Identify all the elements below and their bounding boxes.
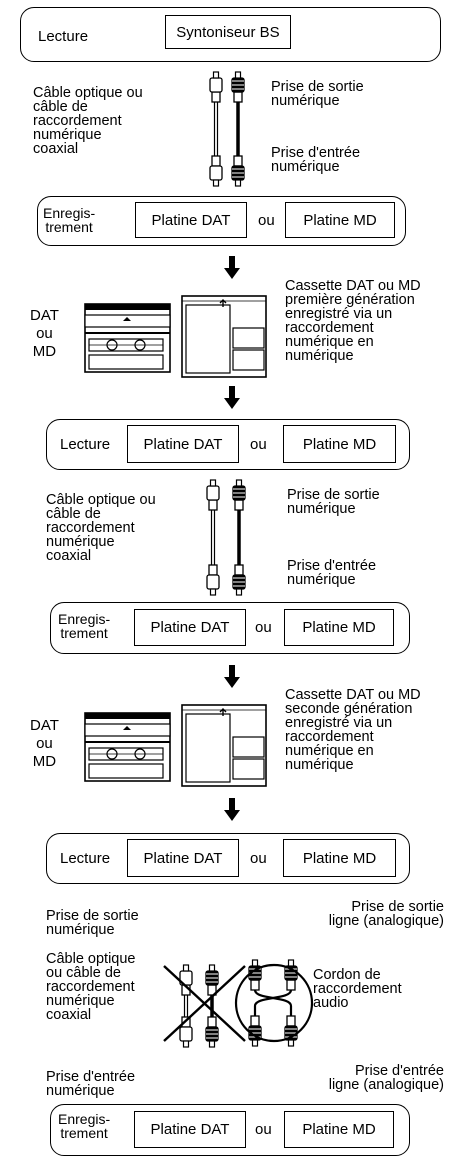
- md-deck-box-2: Platine MD: [283, 425, 396, 463]
- digital-in-label-1: Prise d'entrée numérique: [271, 145, 361, 175]
- dat-or-md-label-2: DAT ou MD: [30, 717, 59, 770]
- audio-cord-label: Cordon de raccordement audio: [313, 967, 402, 1011]
- digital-out-label-3: Prise de sortie numérique: [46, 908, 139, 938]
- digital-out-label-2: Prise de sortie numérique: [287, 487, 380, 517]
- or-label-2: ou: [250, 436, 267, 453]
- or-label-1: ou: [258, 212, 275, 229]
- playback-label-3: Lecture: [60, 850, 111, 867]
- dat-deck-box-3: Platine DAT: [134, 609, 246, 646]
- recording-label-1: Enregis- trement: [43, 205, 96, 235]
- down-arrow-icon-4: [224, 798, 240, 821]
- dat-deck-box-1: Platine DAT: [135, 202, 247, 238]
- dat-or-md-label-1: DAT ou MD: [30, 307, 59, 360]
- digital-in-label-3: Prise d'entrée numérique: [46, 1069, 136, 1099]
- dat-deck-box-4: Platine DAT: [127, 839, 239, 877]
- or-label-3: ou: [255, 619, 272, 636]
- cassette-icon-2: [84, 712, 171, 782]
- dat-deck-box-2: Platine DAT: [127, 425, 239, 463]
- md-disc-icon-2: [181, 704, 267, 787]
- bs-tuner-box: Syntoniseur BS: [165, 15, 291, 49]
- playback-label-2: Lecture: [60, 436, 111, 453]
- down-arrow-icon-3: [224, 665, 240, 688]
- dat-deck-box-5: Platine DAT: [134, 1111, 246, 1148]
- recording-label-2: Enregis- trement: [58, 611, 111, 641]
- cable-label-1: Câble optique ou câble de raccordement n…: [33, 85, 143, 157]
- cable-label-2: Câble optique ou câble de raccordement n…: [46, 492, 156, 564]
- second-generation-label: Cassette DAT ou MD seconde génération en…: [285, 687, 421, 773]
- cable-label-3: Câble optique ou câble de raccordement n…: [46, 951, 136, 1023]
- line-out-label: Prise de sortie ligne (analogique): [328, 899, 444, 929]
- md-deck-box-1: Platine MD: [285, 202, 395, 238]
- cassette-icon-1: [84, 303, 171, 373]
- md-deck-box-3: Platine MD: [284, 609, 394, 646]
- md-deck-box-5: Platine MD: [284, 1111, 394, 1148]
- md-deck-box-4: Platine MD: [283, 839, 396, 877]
- down-arrow-icon-1: [224, 256, 240, 279]
- recording-label-3: Enregis- trement: [58, 1111, 111, 1141]
- line-in-label: Prise d'entrée ligne (analogique): [328, 1063, 444, 1093]
- digital-in-label-2: Prise d'entrée numérique: [287, 558, 377, 588]
- playback-label: Lecture: [38, 28, 89, 45]
- down-arrow-icon-2: [224, 386, 240, 409]
- first-generation-label: Cassette DAT ou MD première génération e…: [285, 278, 421, 364]
- or-label-4: ou: [250, 850, 267, 867]
- or-label-5: ou: [255, 1121, 272, 1138]
- md-disc-icon-1: [181, 295, 267, 378]
- digital-out-label-1: Prise de sortie numérique: [271, 79, 364, 109]
